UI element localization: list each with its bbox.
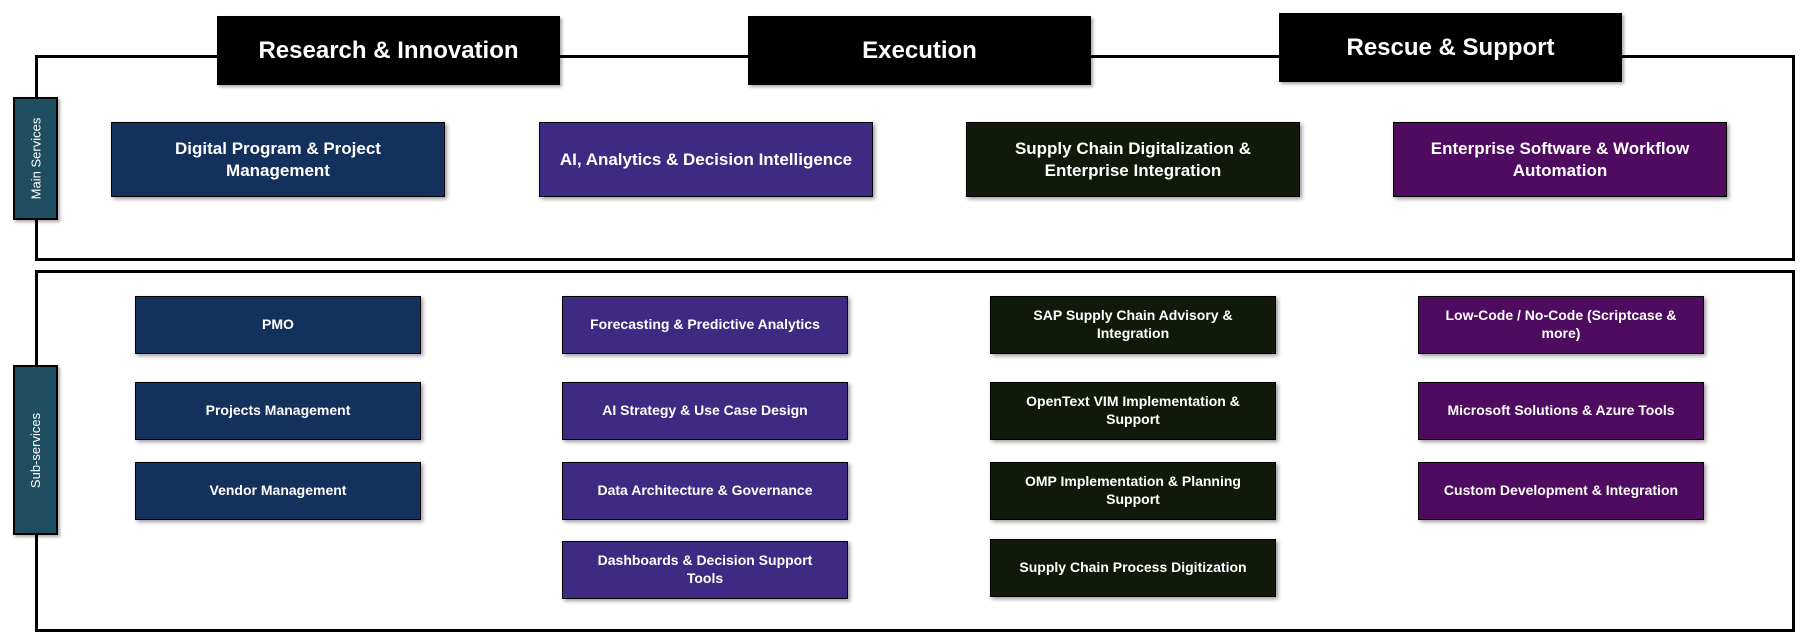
main-service-enterprise-software: Enterprise Software & Workflow Automatio…: [1393, 122, 1727, 197]
sub-service-data-architecture: Data Architecture & Governance: [562, 462, 848, 520]
sub-service-pmo: PMO: [135, 296, 421, 354]
sub-service-sap-advisory: SAP Supply Chain Advisory & Integration: [990, 296, 1276, 354]
main-service-supply-chain: Supply Chain Digitalization & Enterprise…: [966, 122, 1300, 197]
sub-service-dashboards: Dashboards & Decision Support Tools: [562, 541, 848, 599]
sub-service-forecasting: Forecasting & Predictive Analytics: [562, 296, 848, 354]
sub-service-omp-planning: OMP Implementation & Planning Support: [990, 462, 1276, 520]
sub-service-opentext-vim: OpenText VIM Implementation & Support: [990, 382, 1276, 440]
row-label-main-text: Main Services: [28, 117, 44, 200]
main-service-ai-analytics: AI, Analytics & Decision Intelligence: [539, 122, 873, 197]
sub-service-vendor-management: Vendor Management: [135, 462, 421, 520]
phase-research-innovation: Research & Innovation: [217, 16, 560, 85]
phase-rescue-support: Rescue & Support: [1279, 13, 1622, 82]
sub-service-microsoft-azure: Microsoft Solutions & Azure Tools: [1418, 382, 1704, 440]
sub-service-ai-strategy: AI Strategy & Use Case Design: [562, 382, 848, 440]
sub-service-low-code: Low-Code / No-Code (Scriptcase & more): [1418, 296, 1704, 354]
sub-service-custom-development: Custom Development & Integration: [1418, 462, 1704, 520]
phase-execution: Execution: [748, 16, 1091, 85]
main-service-digital-program: Digital Program & Project Management: [111, 122, 445, 197]
row-label-sub-text: Sub-services: [28, 412, 44, 488]
sub-service-projects-management: Projects Management: [135, 382, 421, 440]
row-label-main-services: Main Services: [13, 97, 58, 220]
row-label-sub-services: Sub-services: [13, 365, 58, 535]
sub-service-process-digitization: Supply Chain Process Digitization: [990, 539, 1276, 597]
